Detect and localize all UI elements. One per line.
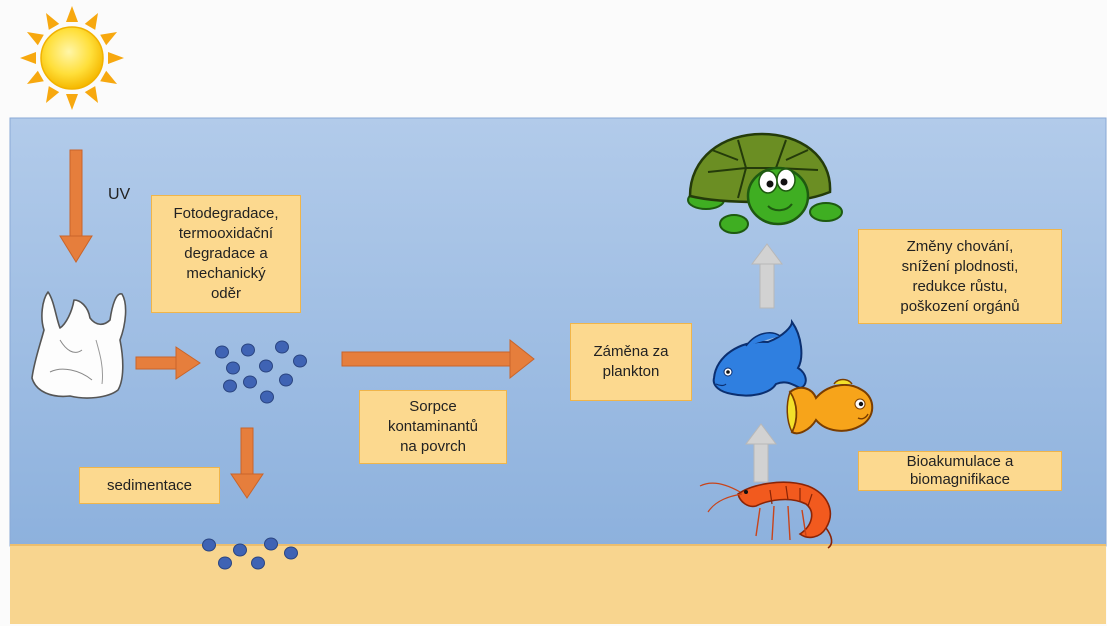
degradation-box: Fotodegradace, termooxidační degradace a… (151, 195, 301, 313)
plankton-box: Záměna za plankton (570, 323, 692, 401)
orange-fish-icon (787, 380, 872, 434)
sorption-box: Sorpce kontaminantů na povrch (359, 390, 507, 464)
seabed-sand (10, 544, 1106, 624)
sedimentation-box: sedimentace (79, 467, 220, 504)
sun-icon (1, 0, 143, 129)
uv-label: UV (108, 186, 130, 204)
effects-box: Změny chování, snížení plodnosti, redukc… (858, 229, 1062, 324)
bioaccumulation-box: Bioakumulace a biomagnifikace (858, 451, 1062, 491)
plastic-bag-icon (32, 292, 126, 398)
